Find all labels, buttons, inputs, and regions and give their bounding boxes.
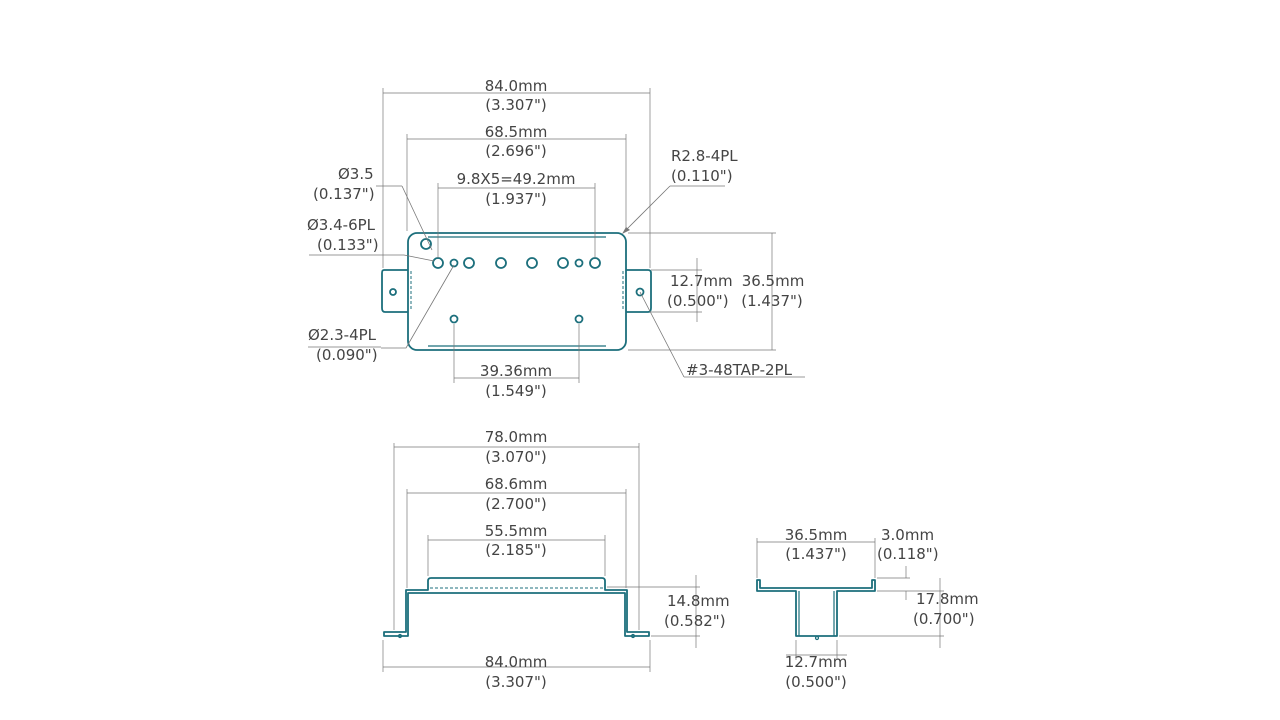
pole-hole xyxy=(557,257,569,269)
callout-large-hole-in: (0.137") xyxy=(313,185,375,203)
small-hole xyxy=(574,314,584,324)
dim-front-overall-width: 84.0mm (3.307") xyxy=(382,640,651,691)
dim-pole-spacing-mm: 9.8X5=49.2mm xyxy=(457,170,576,188)
side-view-profile xyxy=(756,579,876,637)
dim-overall-width-in: (3.307") xyxy=(485,96,547,114)
dim-mount-hole-spacing-mm: 39.36mm xyxy=(480,362,552,380)
small-hole xyxy=(449,314,459,324)
dim-front-overall-width-mm: 84.0mm xyxy=(485,653,548,671)
callout-tap: #3-48TAP-2PL xyxy=(639,291,805,379)
front-view-right-foot xyxy=(630,633,636,639)
pole-hole xyxy=(526,257,538,269)
small-hole xyxy=(574,258,584,268)
dim-body-width: 68.5mm (2.696") xyxy=(406,123,627,231)
dim-side-tab-width-mm: 12.7mm xyxy=(785,653,848,671)
dim-body-depth-in: (1.437") xyxy=(741,292,803,310)
side-view-foot xyxy=(814,635,820,641)
dim-front-body-width-in: (2.700") xyxy=(485,495,547,513)
front-view-profile xyxy=(383,577,650,637)
dim-pole-spacing-in: (1.937") xyxy=(485,190,547,208)
top-view-left-tab xyxy=(381,269,408,313)
dim-flange-width-in: (3.070") xyxy=(485,448,547,466)
pole-hole xyxy=(463,257,475,269)
dim-mount-hole-spacing: 39.36mm (1.549") xyxy=(453,324,580,400)
dim-side-height-in: (0.700") xyxy=(913,610,975,628)
top-view-body-outline xyxy=(407,232,627,351)
dim-tab-height: 12.7mm (0.500") xyxy=(651,258,733,322)
dim-side-depth: 36.5mm (1.437") xyxy=(756,526,876,578)
large-hole xyxy=(420,238,432,250)
callout-corner-radius-in: (0.110") xyxy=(671,167,733,185)
dim-mount-hole-spacing-in: (1.549") xyxy=(485,382,547,400)
front-view: 78.0mm (3.070") 68.6mm (2.700") 55.5mm (… xyxy=(382,428,730,691)
dim-front-overall-width-in: (3.307") xyxy=(485,673,547,691)
dim-side-height: 17.8mm (0.700") xyxy=(839,578,979,648)
dim-overall-width-mm: 84.0mm xyxy=(485,77,548,95)
pole-hole xyxy=(495,257,507,269)
callout-pole-holes-mm: Ø3.4-6PL xyxy=(307,216,376,234)
dim-body-width-mm: 68.5mm xyxy=(485,123,548,141)
dim-top-width: 55.5mm (2.185") xyxy=(427,522,606,576)
dim-flange-width-mm: 78.0mm xyxy=(485,428,548,446)
dim-side-height-mm: 17.8mm xyxy=(916,590,979,608)
dim-side-wall-mm: 3.0mm xyxy=(881,526,934,544)
callout-small-holes-in: (0.090") xyxy=(316,346,378,364)
dim-pole-spacing: 9.8X5=49.2mm (1.937") xyxy=(437,170,596,258)
dim-top-width-in: (2.185") xyxy=(485,541,547,559)
callout-small-holes: Ø2.3-4PL (0.090") xyxy=(308,264,455,364)
dim-side-depth-mm: 36.5mm xyxy=(785,526,848,544)
top-view-right-tab xyxy=(626,269,652,313)
small-hole xyxy=(449,258,459,268)
top-view: 84.0mm (3.307") 68.5mm (2.696") 9.8X5=49… xyxy=(307,77,805,400)
callout-pole-holes: Ø3.4-6PL (0.133") xyxy=(307,216,435,262)
dim-side-wall: 3.0mm (0.118") xyxy=(877,526,944,600)
dim-tab-height-mm: 12.7mm xyxy=(670,272,733,290)
top-view-left-tab-hole xyxy=(389,288,397,296)
dim-side-tab-width: 12.7mm (0.500") xyxy=(785,640,848,691)
dim-top-width-mm: 55.5mm xyxy=(485,522,548,540)
dim-front-height: 14.8mm (0.582") xyxy=(607,575,730,648)
dim-front-body-width: 68.6mm (2.700") xyxy=(406,475,627,588)
callout-large-hole-mm: Ø3.5 xyxy=(338,165,374,183)
callout-corner-radius-mm: R2.8-4PL xyxy=(671,147,738,165)
pole-hole xyxy=(432,257,444,269)
dim-body-width-in: (2.696") xyxy=(485,142,547,160)
dim-overall-width: 84.0mm (3.307") xyxy=(382,77,651,268)
dim-flange-width: 78.0mm (3.070") xyxy=(393,428,640,630)
dim-front-height-mm: 14.8mm xyxy=(667,592,730,610)
dim-front-height-in: (0.582") xyxy=(664,612,726,630)
callout-small-holes-mm: Ø2.3-4PL xyxy=(308,326,377,344)
dim-front-body-width-mm: 68.6mm xyxy=(485,475,548,493)
pole-hole xyxy=(589,257,601,269)
dim-body-depth: 36.5mm (1.437") xyxy=(628,232,805,351)
front-view-left-foot xyxy=(397,633,403,639)
callout-corner-radius: R2.8-4PL (0.110") xyxy=(622,147,738,234)
dim-body-depth-mm: 36.5mm xyxy=(742,272,805,290)
dim-side-wall-in: (0.118") xyxy=(877,545,939,563)
callout-large-hole: Ø3.5 (0.137") xyxy=(313,165,433,251)
dim-side-tab-width-in: (0.500") xyxy=(785,673,847,691)
callout-tap-label: #3-48TAP-2PL xyxy=(686,361,793,379)
side-view: 36.5mm (1.437") 3.0mm (0.118") 17.8mm (0… xyxy=(756,526,979,691)
dim-tab-height-in: (0.500") xyxy=(667,292,729,310)
callout-pole-holes-in: (0.133") xyxy=(317,236,379,254)
dim-side-depth-in: (1.437") xyxy=(785,545,847,563)
